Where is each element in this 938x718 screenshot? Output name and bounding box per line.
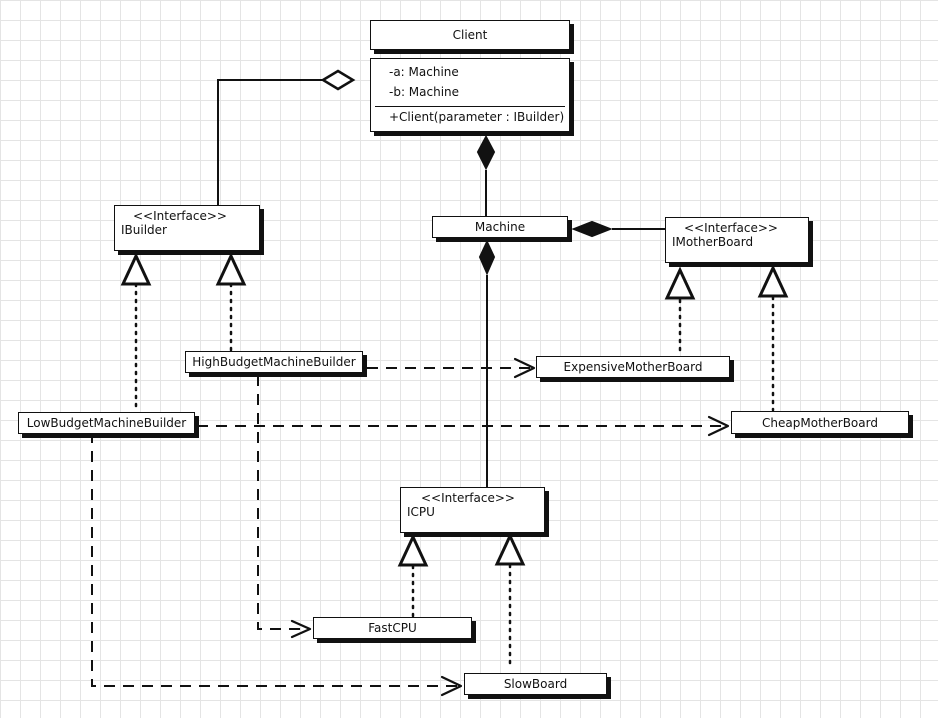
realization-triangle-imotherboard-left [664, 266, 696, 300]
imotherboard-name: IMotherBoard [672, 235, 754, 249]
cheap-motherboard-name: CheapMotherBoard [762, 415, 878, 430]
machine-name: Machine [474, 220, 526, 234]
fastcpu-class[interactable]: FastCPU [313, 617, 472, 639]
client-attribute-a: -a: Machine [389, 65, 459, 79]
low-budget-machine-builder-class[interactable]: LowBudgetMachineBuilder [18, 412, 195, 434]
ibuilder-interface[interactable]: <<Interface>> IBuilder [114, 205, 260, 251]
client-operation: +Client(parameter : IBuilder) [389, 110, 565, 124]
high-budget-machine-builder-name: HighBudgetMachineBuilder [192, 355, 356, 369]
dependency-arrowhead-fastcpu [290, 619, 312, 639]
realization-triangle-icpu-right [494, 532, 526, 566]
realization-triangle-ibuilder-left [120, 252, 152, 286]
client-attribute-b: -b: Machine [389, 85, 460, 99]
fastcpu-name: FastCPU [368, 621, 417, 635]
dependency-arrowhead-expensive [513, 357, 536, 379]
aggregation-diamond [320, 69, 356, 91]
slowboard-name: SlowBoard [503, 677, 568, 691]
machine-class[interactable]: Machine [432, 216, 568, 238]
low-budget-machine-builder-name: LowBudgetMachineBuilder [26, 416, 187, 430]
icpu-interface[interactable]: <<Interface>> ICPU [400, 487, 545, 533]
realization-triangle-ibuilder-right [215, 252, 247, 286]
realization-triangle-imotherboard-right [757, 264, 789, 298]
icpu-stereotype: <<Interface>> [421, 491, 515, 505]
client-name-label: Client [452, 28, 488, 42]
slowboard-class[interactable]: SlowBoard [464, 673, 607, 695]
imotherboard-interface[interactable]: <<Interface>> IMotherBoard [665, 217, 809, 263]
composition-diamond-machine-bottom [478, 239, 496, 276]
dependency-line-high-fastcpu [257, 375, 308, 630]
client-class-name[interactable]: Client [370, 20, 570, 50]
dependency-arrowhead-slowboard [440, 675, 463, 697]
expensive-motherboard-name: ExpensiveMotherBoard [563, 360, 703, 374]
ibuilder-name: IBuilder [121, 223, 167, 237]
client-class-body[interactable]: -a: Machine -b: Machine +Client(paramete… [370, 58, 570, 132]
ibuilder-stereotype: <<Interface>> [133, 209, 227, 223]
icpu-name: ICPU [407, 505, 435, 519]
aggregation-line-client-ibuilder [217, 79, 323, 205]
expensive-motherboard-class[interactable]: ExpensiveMotherBoard [536, 356, 730, 378]
high-budget-machine-builder-class[interactable]: HighBudgetMachineBuilder [185, 351, 363, 373]
dependency-line-low-slowboard [91, 432, 460, 687]
cheap-motherboard-class[interactable]: CheapMotherBoard [731, 411, 909, 434]
imotherboard-stereotype: <<Interface>> [684, 221, 778, 235]
client-compartment-divider [375, 106, 565, 107]
realization-triangle-icpu-left [397, 533, 429, 567]
dependency-arrowhead-cheap [707, 415, 730, 437]
composition-diamond-machine-right [571, 220, 613, 238]
composition-diamond-client [476, 134, 496, 171]
